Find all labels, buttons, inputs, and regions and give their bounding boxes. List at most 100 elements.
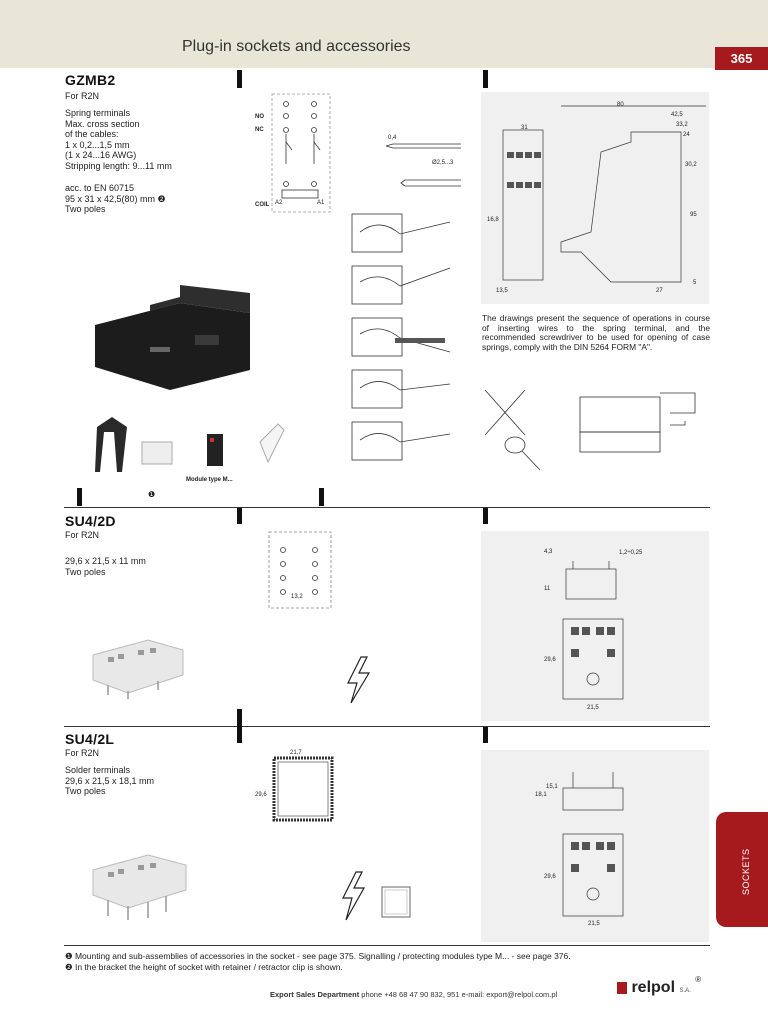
spec-line: Two poles [65, 786, 106, 796]
wiring-diagram [271, 93, 331, 213]
panel-cutout-su42l [272, 756, 334, 822]
column-marker [237, 70, 242, 88]
dim-label: 5 [693, 280, 697, 286]
footnote-divider [64, 945, 710, 946]
dim-screwdriver-diameter: Ø2,5...3 [432, 160, 454, 166]
dim-label: 21,7 [290, 750, 302, 756]
dim-label: 15,1 [546, 784, 558, 790]
wiring-label-coil: COIL [255, 202, 270, 208]
dim-label: 13,2 [291, 594, 303, 600]
spec-line: acc. to EN 60715 [65, 183, 135, 193]
spec-line: Two poles [65, 204, 106, 214]
dim-label: 31 [521, 125, 528, 131]
column-marker [237, 508, 242, 524]
dimension-drawing-gzmb2 [502, 105, 706, 283]
footer-email[interactable]: e-mail: export@relpol.com.pl [461, 990, 558, 999]
spec-line: 1 x 0,2...1,5 mm [65, 139, 130, 150]
product-photo-su42d [92, 639, 184, 699]
dimension-panel-su42d [481, 531, 709, 721]
section-divider [64, 726, 710, 727]
spec-line: Max. cross section [65, 118, 140, 129]
spec-list-gzmb2: Spring terminals Max. cross section of t… [65, 108, 172, 171]
operation-sequence-drawing [351, 213, 451, 461]
dim-label: 11 [544, 586, 551, 592]
footer-department: Export Sales Department [270, 990, 360, 999]
lightning-icon [342, 871, 366, 921]
dim-label: 1,2÷0,25 [619, 550, 643, 556]
spec-line: 29,6 x 21,5 x 18,1 mm [65, 775, 155, 786]
column-marker [483, 727, 488, 743]
dimension-drawing-su42d [562, 561, 624, 700]
spec-line: 29,6 x 21,5 x 11 mm [65, 556, 146, 566]
wiring-label-nc: NC [255, 127, 264, 133]
spec-line: Solder terminals [65, 765, 131, 775]
wiring-label-no: NO [255, 114, 264, 120]
product-photo-gzmb2 [95, 285, 250, 390]
spec-line: Stripping length: 9...11 mm [65, 160, 172, 171]
column-marker [77, 488, 82, 506]
spec-list-su42l: Solder terminals 29,6 x 21,5 x 18,1 mm T… [65, 765, 154, 797]
product-subtitle-su42l: For R2N [65, 748, 100, 758]
dim-label: 42,5 [671, 112, 683, 118]
spec-line: Spring terminals [65, 108, 131, 118]
product-subtitle-gzmb2: For R2N [65, 91, 100, 101]
dimension-panel-su42l [481, 750, 709, 942]
section-tab-label: SOCKETS [741, 848, 751, 895]
dim-label: 27 [656, 288, 663, 294]
dim-label: 33,2 [676, 122, 688, 128]
footnote: ❷ In the bracket the height of socket wi… [65, 962, 343, 972]
column-marker [319, 488, 324, 506]
spec-line: (1 x 24...16 AWG) [65, 150, 137, 160]
pin-layout-su42d [268, 531, 332, 609]
accessory-caption: Module type M... [186, 477, 233, 483]
column-marker [483, 508, 488, 524]
dim-label: 21,5 [588, 921, 600, 927]
wiring-label-a1: A1 [317, 200, 325, 206]
section-tab[interactable] [716, 812, 768, 927]
product-subtitle-su42d: For R2N [65, 530, 100, 540]
screwdriver-drawing [385, 143, 461, 187]
brand-mark-icon [617, 981, 627, 994]
wiring-label-a2: A2 [275, 200, 283, 206]
spec-list-su42d: 29,6 x 21,5 x 11 mm Two poles [65, 556, 146, 577]
accessories-drawing [95, 417, 285, 472]
brand-suffix: S.A. [679, 988, 691, 994]
footnote: ❶ Mounting and sub-assemblies of accesso… [65, 951, 571, 961]
dim-label: 24 [683, 132, 690, 138]
registered-mark: ® [695, 975, 702, 984]
product-title-gzmb2: GZMB2 [65, 72, 116, 88]
spec-list2-gzmb2: acc. to EN 60715 95 x 31 x 42,5(80) mm ❷… [65, 183, 166, 215]
dim-label: 21,5 [587, 705, 599, 711]
cutout-frame-drawing [381, 886, 411, 918]
brand-name: relpol [631, 979, 676, 996]
product-photo-su42l [92, 854, 187, 920]
dim-label: 29,6 [544, 874, 556, 880]
dim-label: 80 [617, 102, 624, 108]
dim-label: 29,6 [544, 657, 556, 663]
spec-line: Two poles [65, 566, 106, 577]
screwdriver-insertion-drawing [484, 389, 696, 471]
dim-label: 30,2 [685, 162, 697, 168]
dim-label: 16,8 [487, 217, 499, 223]
dimension-drawing-su42l [562, 772, 624, 917]
page-header [0, 0, 768, 68]
accessory-marker: ❶ [148, 490, 156, 499]
page-title: Plug-in sockets and accessories [182, 38, 411, 55]
dim-label: 29,6 [255, 792, 267, 798]
page-number: 365 [715, 47, 768, 70]
column-marker [483, 70, 488, 88]
section-divider [64, 507, 710, 508]
footer-phone: phone +48 68 47 90 832, 951 [361, 990, 460, 999]
dim-label: 4,3 [544, 549, 553, 555]
dim-label: 13,5 [496, 288, 508, 294]
column-marker [237, 709, 242, 743]
dim-label: 95 [690, 212, 697, 218]
footer-contact: Export Sales Department phone +48 68 47 … [270, 990, 557, 999]
product-title-su42d: SU4/2D [65, 513, 116, 529]
dim-screwdriver-width: 0,4 [388, 135, 397, 141]
brand-logo: relpol S.A. ® [617, 975, 701, 997]
description-text: The drawings present the sequence of ope… [482, 313, 710, 352]
dim-label: 18,1 [535, 792, 547, 798]
product-title-su42l: SU4/2L [65, 731, 115, 747]
lightning-icon [347, 656, 371, 704]
